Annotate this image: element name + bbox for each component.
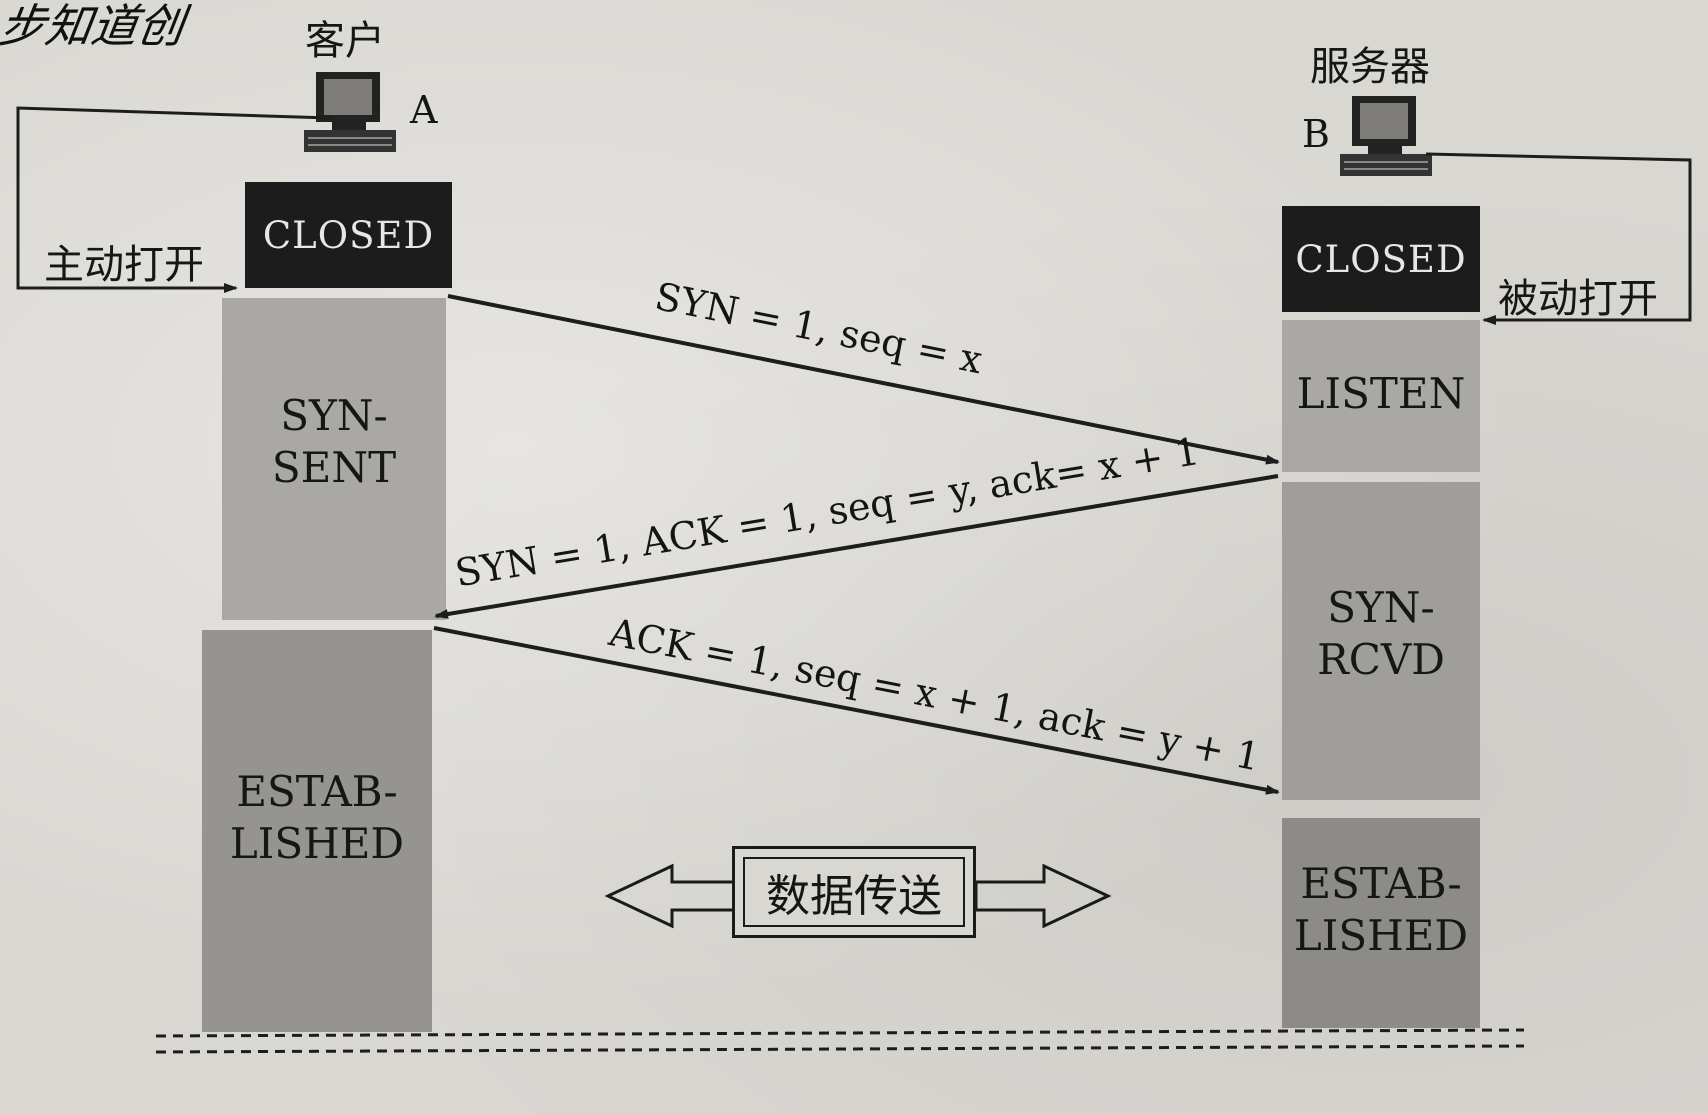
client-computer-icon [304,72,396,152]
server-host-letter: B [1302,112,1330,156]
server-label: 服务器 [1310,44,1430,90]
server-state-closed: CLOSED [1282,206,1480,312]
client-open-label: 主动打开 [44,242,204,288]
client-host-letter: A [410,88,438,132]
server-open-label: 被动打开 [1498,276,1658,322]
server-syn-rcvd-label: SYN- RCVD [1317,583,1445,684]
server-open-loop [1425,152,1692,325]
server-listen-label: LISTEN [1296,369,1466,418]
client-state-syn-sent: SYN- SENT [222,298,446,620]
data-transfer-label: 数据传送 [743,857,965,927]
server-established-label: ESTAB- LISHED [1293,859,1469,960]
server-state-established: ESTAB- LISHED [1282,818,1480,1028]
client-syn-sent-label: SYN- SENT [271,391,397,492]
data-transfer-right-arrow [974,863,1112,929]
msg2-arrow [434,474,1279,619]
msg1-arrow [447,294,1280,465]
client-label: 客户 [305,18,385,64]
server-state-listen: LISTEN [1282,320,1480,472]
data-transfer-box: 数据传送 [732,846,976,938]
server-state-syn-rcvd: SYN- RCVD [1282,482,1480,800]
client-state-closed: CLOSED [245,182,452,288]
client-open-loop [16,106,331,293]
server-computer-icon [1340,96,1432,176]
msg3-arrow [433,626,1280,795]
baseline-dashed-1 [155,1028,1525,1038]
client-state-established: ESTAB- LISHED [202,630,432,1032]
data-transfer-left-arrow [604,863,736,929]
baseline-dashed-2 [155,1044,1525,1054]
client-established-label: ESTAB- LISHED [229,767,405,868]
